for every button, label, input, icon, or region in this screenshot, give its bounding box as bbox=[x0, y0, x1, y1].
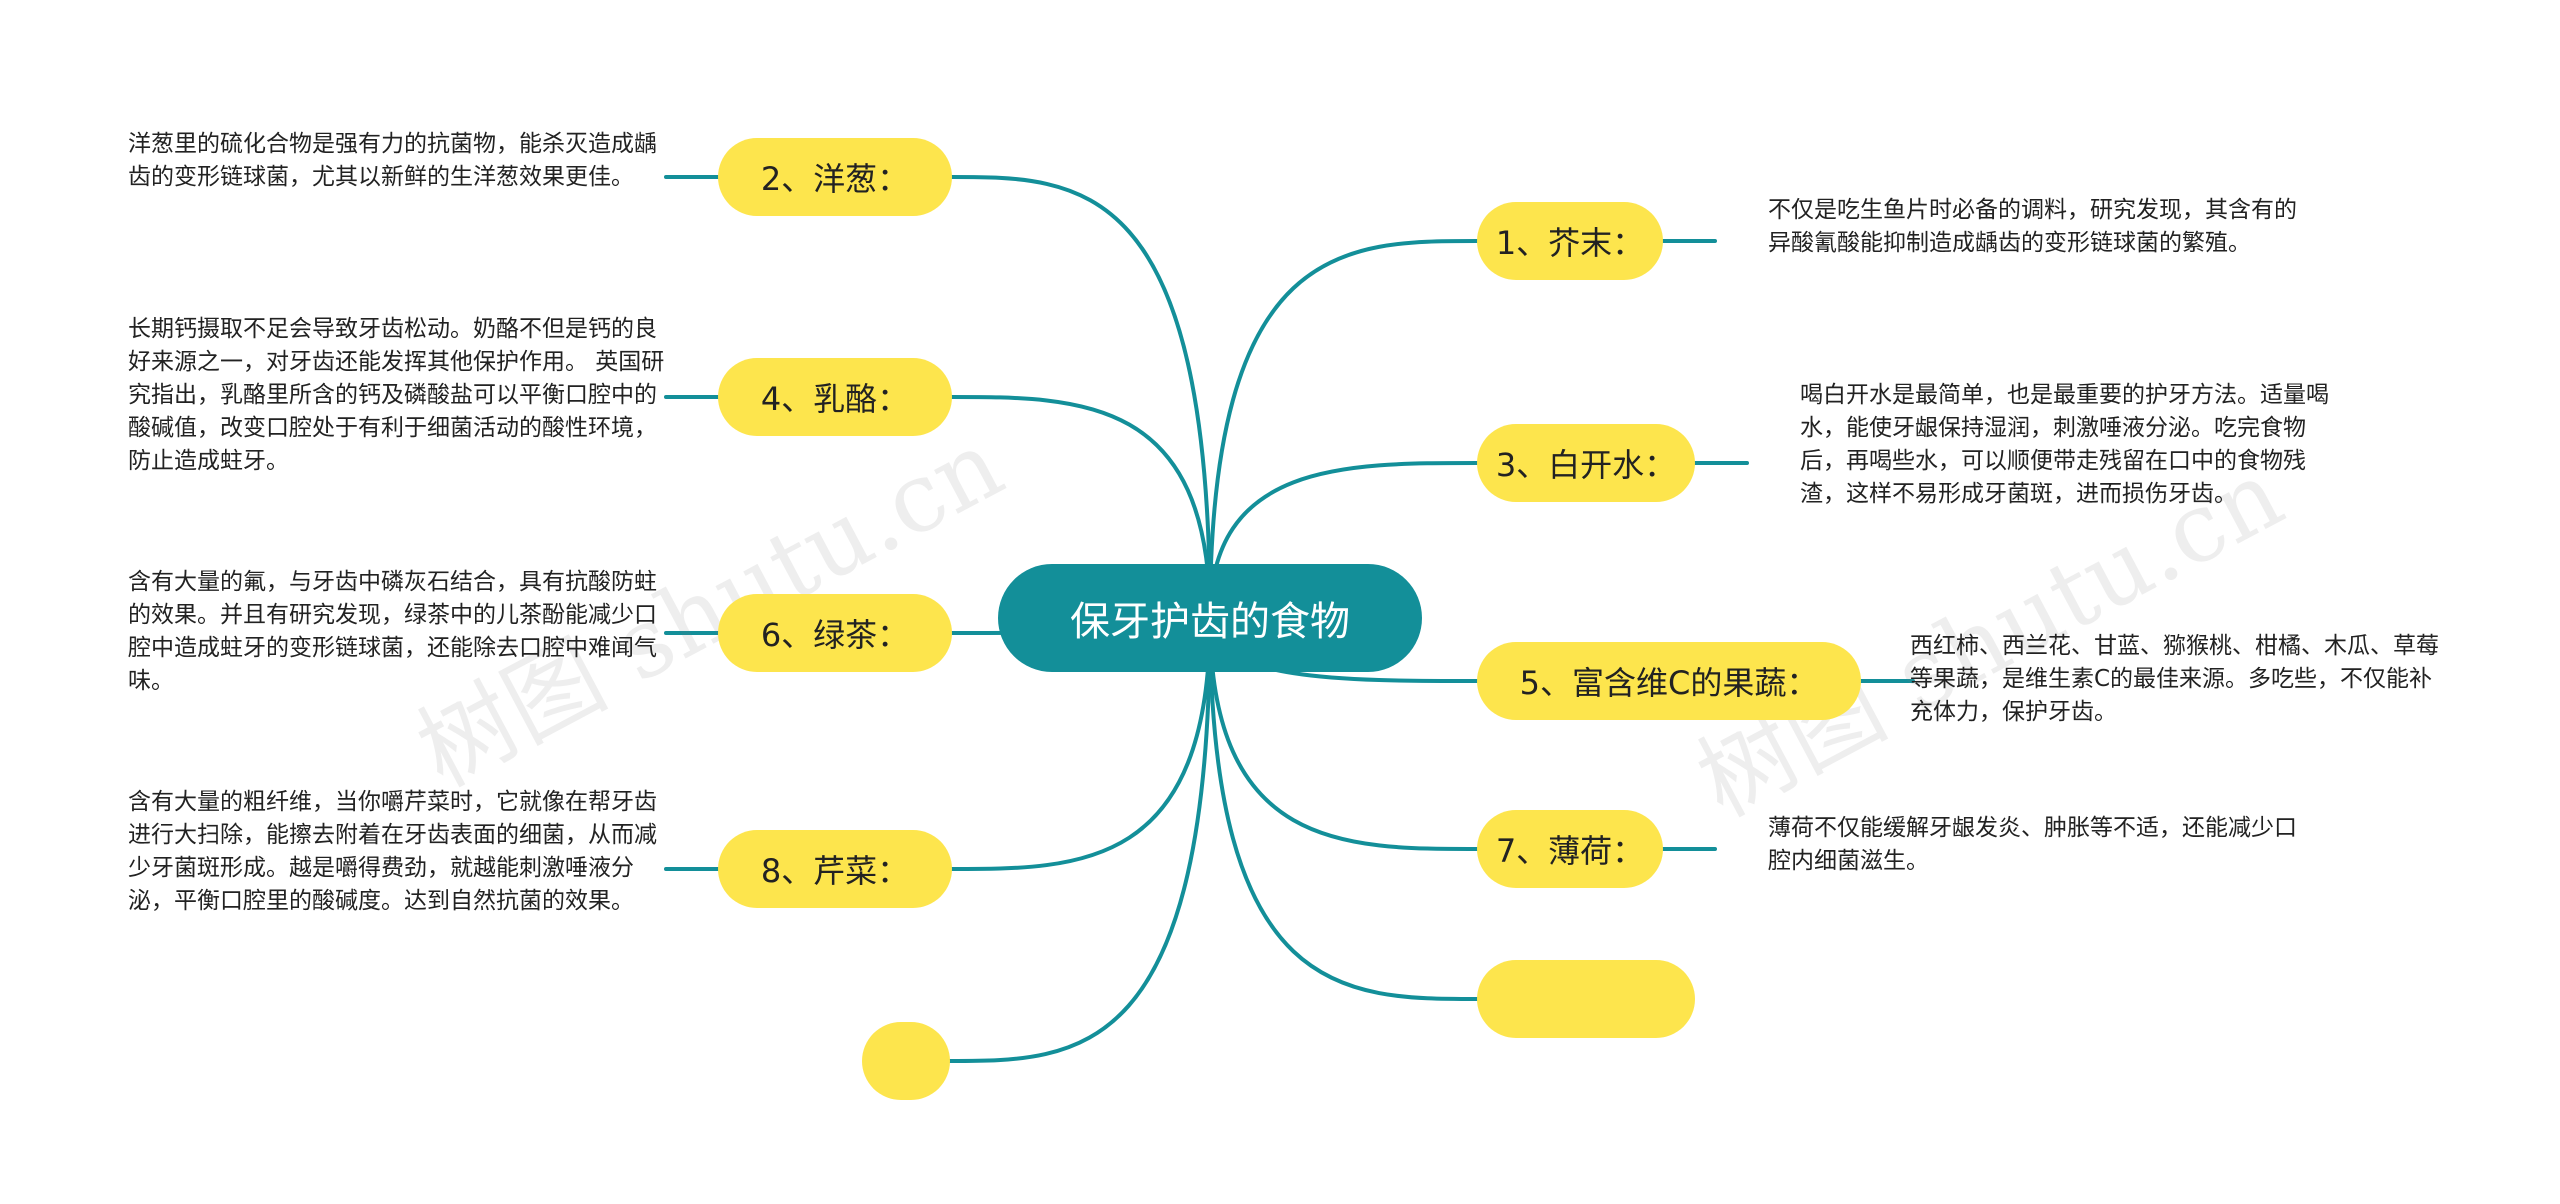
topic-node-celery[interactable]: 8、芹菜： bbox=[718, 830, 952, 908]
topic-description-green-tea: 含有大量的氟，与牙齿中磷灰石结合，具有抗酸防蛀的效果。并且有研究发现，绿茶中的儿… bbox=[128, 569, 657, 694]
topic-node-cheese[interactable]: 4、乳酪： bbox=[718, 358, 952, 436]
topic-description-onion: 洋葱里的硫化合物是强有力的抗菌物，能杀灭造成龋齿的变形链球菌，尤其以新鲜的生洋葱… bbox=[128, 131, 657, 190]
topic-node-mustard[interactable]: 1、芥末： bbox=[1477, 202, 1663, 280]
branch-line bbox=[1208, 616, 1479, 851]
topic-node-mushroom[interactable] bbox=[1477, 960, 1695, 1038]
topic-node-mint[interactable]: 7、薄荷： bbox=[1477, 810, 1663, 888]
branch-line bbox=[1208, 461, 1479, 620]
topic-description-mint: 薄荷不仅能缓解牙龈发炎、肿胀等不适，还能减少口腔内细菌滋生。 bbox=[1768, 815, 2297, 874]
topic-description-cheese: 长期钙摄取不足会导致牙齿松动。奶酪不但是钙的良好来源之一，对牙齿还能发挥其他保护… bbox=[128, 316, 665, 474]
topic-node-empty[interactable] bbox=[862, 1022, 950, 1100]
branch-line bbox=[1208, 616, 1479, 1001]
topic-node-green-tea[interactable]: 6、绿茶： bbox=[718, 594, 952, 672]
topic-description-vitamin-c-produce: 西红柿、西兰花、甘蓝、猕猴桃、柑橘、木瓜、草莓等果蔬，是维生素C的最佳来源。多吃… bbox=[1910, 633, 2439, 725]
branch-line bbox=[950, 395, 1212, 620]
topic-node-plain-water[interactable]: 3、白开水： bbox=[1477, 424, 1695, 502]
branch-line bbox=[948, 616, 1212, 1063]
branch-line bbox=[950, 616, 1212, 871]
central-topic[interactable]: 保牙护齿的食物 bbox=[998, 564, 1422, 672]
topic-node-onion[interactable]: 2、洋葱： bbox=[718, 138, 952, 216]
topic-node-vitamin-c-produce[interactable]: 5、富含维C的果蔬： bbox=[1477, 642, 1861, 720]
topic-description-mustard: 不仅是吃生鱼片时必备的调料，研究发现，其含有的异酸氰酸能抑制造成龋齿的变形链球菌… bbox=[1768, 197, 2297, 256]
topic-description-celery: 含有大量的粗纤维，当你嚼芹菜时，它就像在帮牙齿进行大扫除，能擦去附着在牙齿表面的… bbox=[128, 789, 657, 914]
branch-line bbox=[1208, 239, 1479, 620]
branch-line bbox=[950, 175, 1212, 620]
topic-description-plain-water: 喝白开水是最简单，也是最重要的护牙方法。适量喝水，能使牙龈保持湿润，刺激唾液分泌… bbox=[1800, 382, 2329, 507]
